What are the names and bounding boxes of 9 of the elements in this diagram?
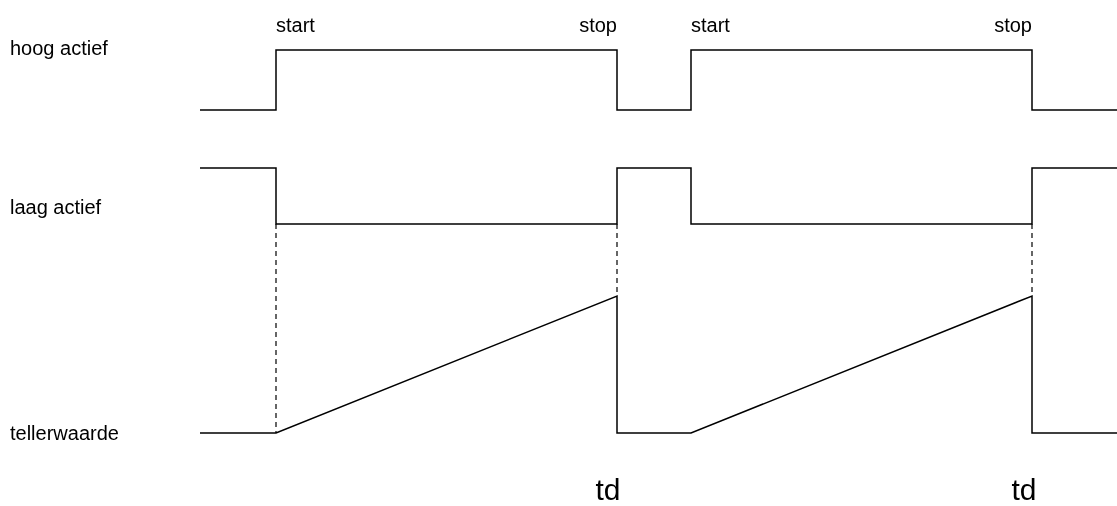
event-label: start [691, 15, 730, 35]
signal-label: laag actief [10, 197, 102, 217]
event-label: stop [994, 15, 1032, 35]
event-label: start [276, 15, 315, 35]
duration-label: td [1011, 475, 1037, 505]
signal-label: tellerwaarde [10, 423, 119, 443]
event-label: stop [579, 15, 617, 35]
duration-label: td [595, 475, 621, 505]
signal-label: hoog actief [10, 38, 108, 58]
